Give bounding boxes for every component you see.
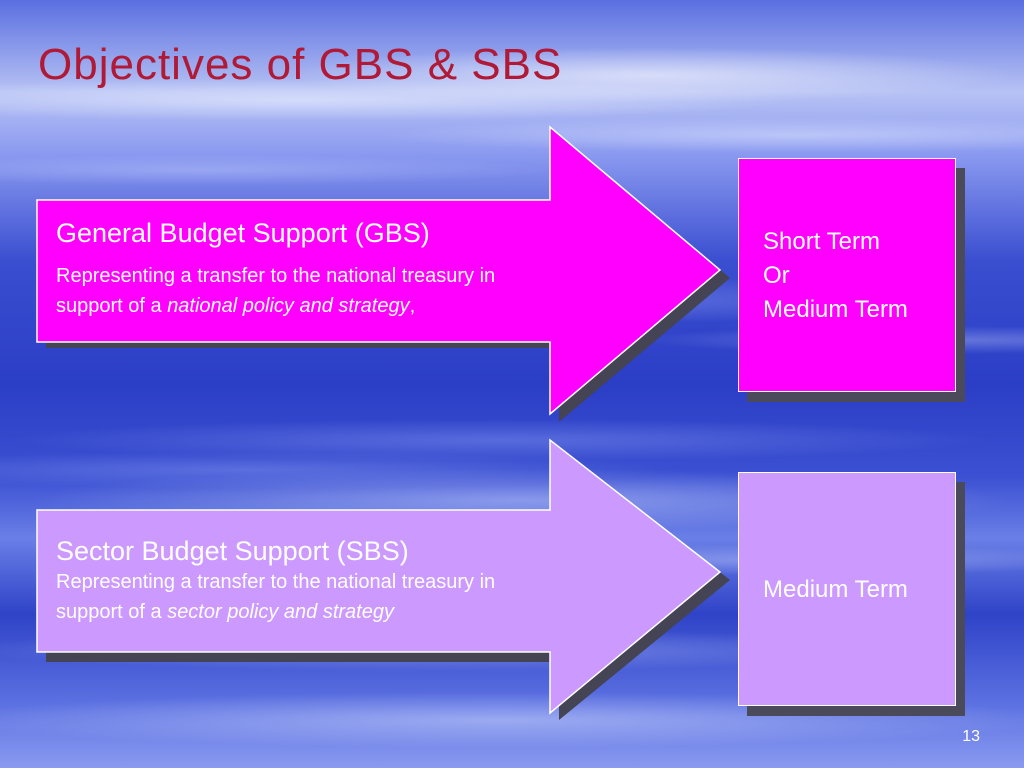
gbs-term-line3: Medium Term <box>763 296 908 323</box>
page-number: 13 <box>962 728 980 745</box>
sbs-description-line2: support of a sector policy and strategy <box>56 597 495 627</box>
gbs-description-line1: Representing a transfer to the national … <box>56 265 496 287</box>
sbs-arrow-text: Sector Budget Support (SBS) Representing… <box>56 536 495 627</box>
gbs-arrow <box>36 125 722 416</box>
slide-title: Objectives of GBS & SBS <box>38 40 563 89</box>
sbs-term-line1: Medium Term <box>763 576 908 603</box>
gbs-term-line1: Short Term <box>763 228 880 255</box>
gbs-term-box: Short Term Or Medium Term <box>738 158 956 392</box>
sbs-term-box: Medium Term <box>738 472 956 706</box>
gbs-desc-prefix: support of a <box>56 295 168 317</box>
gbs-arrow-text: General Budget Support (GBS) Representin… <box>56 218 495 321</box>
gbs-heading: General Budget Support (GBS) <box>56 218 430 248</box>
sbs-arrow <box>36 438 722 715</box>
sbs-desc-italic: sector policy and strategy <box>167 601 394 623</box>
gbs-term-line2: Or <box>763 262 790 289</box>
gbs-desc-italic: national policy and strategy <box>167 295 410 317</box>
sbs-description-line1: Representing a transfer to the national … <box>56 571 496 593</box>
gbs-description-line2: support of a national policy and strateg… <box>56 291 495 321</box>
sbs-heading: Sector Budget Support (SBS) <box>56 536 409 566</box>
gbs-desc-suffix: , <box>409 295 416 317</box>
sbs-desc-prefix: support of a <box>56 601 168 623</box>
